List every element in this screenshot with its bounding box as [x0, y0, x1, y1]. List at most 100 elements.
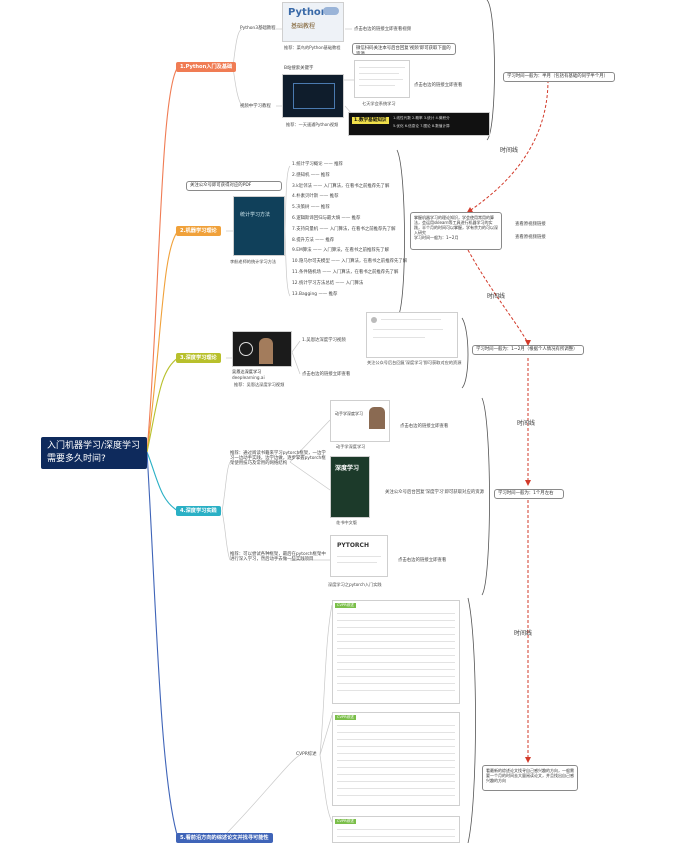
math-basics-image: 1.数学基础知识 1.线性代数 2.概率 3.统计 4.微积分 5.优化 6.信… [348, 112, 490, 136]
dl-video-caption: 吴恩达深度学习 [232, 369, 262, 374]
table-row [337, 676, 455, 678]
python-book-title: Python3 [288, 7, 335, 18]
table-row [337, 669, 455, 671]
ml-book-title: 统计学习方法 [240, 212, 271, 218]
table-row [337, 732, 455, 734]
ml-chapter-item[interactable]: 10.隐马尔可夫模型 —— 入门算法，在看书之前推荐先了解 [292, 259, 408, 265]
timeline-box-1-text: 学习时间一般为：半月（包括有基础的同学半个月） [507, 74, 608, 79]
timeline-box-3: 学习时间一般为：1~2月（根据个人情况有所调整） [472, 345, 584, 355]
screenshot-line [381, 319, 441, 321]
table-row [337, 795, 455, 797]
ml-side-note: 关注公众号即可获得对应的PDF [186, 181, 282, 191]
practice-book3-image: PYTORCH [330, 535, 388, 577]
ml-chapter-item[interactable]: 3.k近邻法 —— 入门算法，在看书之前推荐先了解 [292, 183, 390, 189]
ml-book-image: 统计学习方法 [233, 196, 285, 256]
python-logo-icon [323, 7, 339, 15]
python-lesson-note: 七天学会系统学习 [362, 101, 396, 106]
ml-chapter-item[interactable]: 7.支持向量机 —— 入门算法，在看书之前推荐先了解 [292, 226, 396, 232]
python-book-link[interactable]: 点击右边的链接立即查看视频 [354, 27, 412, 32]
branch-papers[interactable]: 5.看前沿方向的综述论文并找寻可能性 [176, 833, 273, 843]
timeline-label-3: 时间线 [517, 420, 536, 427]
table-row [337, 836, 455, 838]
timeline-box-1: 学习时间一般为：半月（包括有基础的同学半个月） [503, 72, 615, 82]
branch-dl-theory[interactable]: 3.深度学习理论 [176, 353, 221, 363]
practice-link-1[interactable]: 点击右边的链接立即查看 [400, 424, 449, 429]
table-row [337, 655, 455, 657]
ml-chapter-item[interactable]: 9.EM算法 —— 入门算法，在看书之前推荐先了解 [292, 248, 389, 254]
ml-chapter-item[interactable]: 1.统计学习概论 —— 推荐 [292, 162, 343, 167]
table-row [337, 746, 455, 748]
python-video-tip-text: 微信扫码关注本号后台回复'视频'即可获取下面的资源 [356, 46, 451, 55]
papers-table-1-title: CVPR综述 [335, 603, 356, 608]
timeline-label-1: 时间线 [500, 147, 519, 154]
ml-chapter-item[interactable]: 2.感知机 —— 推荐 [292, 172, 330, 178]
screenshot-line [359, 73, 399, 75]
python-video-caption: 推荐：一天速通Python视频 [286, 122, 339, 127]
ml-chapter-item[interactable]: 11.条件随机场 —— 入门算法，在看书之前推荐先了解 [292, 270, 399, 275]
papers-table-2: CVPR综述 [332, 712, 460, 806]
dl-item-1[interactable]: 1.吴恩达深度学习视频 [302, 338, 346, 343]
coursera-logo-icon [239, 342, 253, 356]
practice-intro: 推荐：通过阅读书籍来学习pytorch框架，一边学习一边动手实践，边学边做，逐步… [230, 451, 326, 466]
dl-qr-note: 关注公众号后台回复'深度学习'即可获取对应的资源 [367, 360, 462, 365]
table-row [337, 634, 455, 636]
screenshot-line [359, 85, 395, 87]
table-row [337, 774, 455, 776]
table-row [337, 725, 455, 727]
table-row [337, 760, 455, 762]
ml-chapter-item[interactable]: 8.提升方法 —— 推荐 [292, 237, 335, 243]
papers-table-3-title: CVPR综述 [335, 819, 356, 824]
root-node[interactable]: 入门机器学习/深度学习需要多久时间? [41, 437, 147, 469]
practice-book1-image: 动手学深度学习 [330, 400, 390, 442]
timeline-box-2: 掌握机器学习的理论知识，学会使用常用的算法，会运用sklearn等工具进行机器学… [410, 212, 502, 250]
ml-chapter-item[interactable]: 12.统计学习方法总结 —— 入门算法 [292, 280, 364, 286]
profile-icon [371, 317, 377, 323]
screenshot-line [337, 556, 381, 558]
practice-note-2: 推荐：可以尝试各种框架，最后在pytorch框架中进行深入学习，然后动手去做一些… [230, 552, 326, 562]
practice-book1-title: 动手学深度学习 [335, 411, 363, 416]
timeline-box-2-text: 掌握机器学习的理论知识，学会使用常用的算法，会运用sklearn等工具进行机器学… [414, 215, 498, 235]
practice-book3-title: PYTORCH [337, 542, 369, 549]
dl-qr-screenshot [366, 312, 458, 358]
math-basics-line-2: 5.优化 6.信息论 7.图论 8.数值计算 [393, 124, 450, 128]
screenshot-line [373, 329, 443, 331]
ml-link-1[interactable]: 查看原视频链接 [515, 222, 546, 227]
math-basics-title: 1.数学基础知识 [352, 117, 389, 124]
papers-table-2-title: CVPR综述 [335, 715, 356, 720]
branch-ml-theory[interactable]: 2.机器学习理论 [176, 226, 221, 236]
screenshot-line [359, 67, 405, 69]
table-row [337, 648, 455, 650]
practice-book3-caption: 深度学习之pytorch入门实践 [328, 582, 382, 587]
table-row [337, 613, 455, 615]
dl-item-2[interactable]: 点击右边的链接立即查看 [302, 372, 351, 377]
table-row [337, 739, 455, 741]
python-video-label: 视频中学习教程 [240, 104, 271, 109]
ml-link-2[interactable]: 查看原视频链接 [515, 235, 546, 240]
practice-book1-caption: 动手学深度学习 [336, 444, 366, 449]
timeline-box-5-text: 看最新的综述论文找寻自己感兴趣的方向，一般需要一个月的时间去大量阅读论文，并且找… [486, 768, 574, 783]
timeline-box-5: 看最新的综述论文找寻自己感兴趣的方向，一般需要一个月的时间去大量阅读论文，并且找… [482, 765, 578, 791]
timeline-label-2: 时间线 [487, 293, 506, 300]
table-row [337, 690, 455, 692]
papers-label: CVPR综述 [296, 752, 317, 757]
table-row [337, 662, 455, 664]
branch-python[interactable]: 1.Python入门及基础 [176, 62, 237, 72]
practice-link-2[interactable]: 点击右边的链接立即查看 [398, 558, 447, 563]
python-book-image: Python3 基础教程 [282, 2, 344, 42]
ml-chapter-item[interactable]: 4.朴素贝叶斯 —— 推荐 [292, 194, 339, 200]
screenshot-line [337, 562, 377, 564]
python-book-note: 推荐：菜鸟的Python基础教程 [284, 45, 341, 50]
python-video-link[interactable]: 点击右边的链接立即查看 [414, 83, 463, 88]
ml-book-caption: 李航老师的统计学习方法 [230, 259, 277, 264]
table-row [337, 767, 455, 769]
branch-dl-practice[interactable]: 4.深度学习实践 [176, 506, 221, 516]
table-row [337, 641, 455, 643]
ml-chapter-item[interactable]: 5.决策树 —— 推荐 [292, 205, 330, 211]
papers-table-1: CVPR综述 [332, 600, 460, 704]
python-video-tip: 微信扫码关注本号后台回复'视频'即可获取下面的资源 [352, 43, 456, 55]
timeline-box-3-text: 学习时间一般为：1~2月（根据个人情况有所调整） [476, 347, 578, 352]
instructor-avatar [259, 338, 273, 364]
ml-chapter-item[interactable]: 6.逻辑斯谛回归与最大熵 —— 推荐 [292, 216, 361, 221]
ml-chapter-item[interactable]: 13.Bagging —— 推荐 [292, 291, 338, 297]
